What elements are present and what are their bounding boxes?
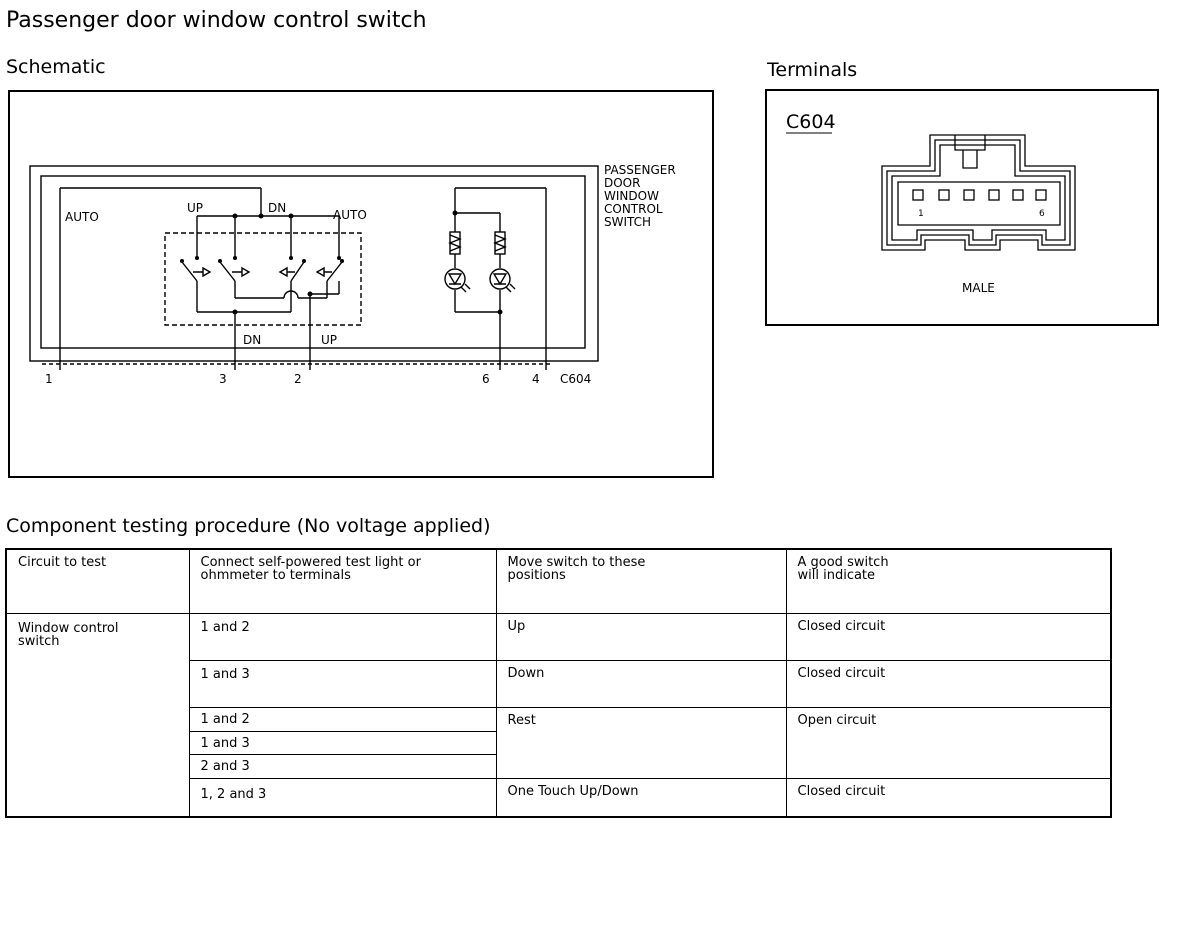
component-inner-box [40, 175, 586, 349]
pin-3-label: 3 [219, 372, 227, 386]
terminal-pin-1-label: 1 [918, 209, 924, 219]
switch-blade-4 [326, 261, 343, 282]
terminals-heading: Terminals [767, 59, 858, 81]
component-label-line-1: PASSENGER [604, 163, 676, 177]
terminals-cell: 1 and 3 [188, 659, 497, 708]
terminals-cell: 1 and 2 [188, 706, 497, 732]
up-bottom-label: UP [321, 333, 337, 347]
dn-top-label: DN [268, 201, 286, 215]
schematic-frame [8, 90, 714, 478]
dn-bottom-label: DN [243, 333, 261, 347]
result-cell: Closed circuit [785, 612, 1112, 661]
page-title: Passenger door window control switch [6, 8, 427, 33]
position-cell: Down [495, 659, 787, 708]
table-header-row: Circuit to test Connect self-powered tes… [5, 548, 1112, 614]
terminal-pin-6-label: 6 [1039, 209, 1045, 219]
terminals-cell: 1, 2 and 3 [188, 777, 497, 818]
led-left [444, 268, 466, 290]
component-label-line-5: SWITCH [604, 215, 651, 229]
terminals-frame [765, 89, 1159, 326]
switch-blade-2 [219, 261, 236, 282]
auto-right-label: AUTO [333, 208, 367, 222]
led-right [489, 268, 511, 290]
auto-left-label: AUTO [65, 210, 99, 224]
component-label-line-3: WINDOW [604, 189, 659, 203]
connector-face [881, 134, 1076, 251]
position-cell: Up [495, 612, 787, 661]
table-row: 1 and 3 [6, 730, 1111, 755]
terminals-cell: 1 and 2 [188, 612, 497, 661]
schematic-heading: Schematic [6, 56, 106, 78]
component-label-line-4: CONTROL [604, 202, 663, 216]
pin-1-label: 1 [45, 372, 53, 386]
switch-blade-3 [290, 261, 305, 282]
result-cell: Closed circuit [785, 777, 1112, 818]
result-cell: Closed circuit [785, 659, 1112, 708]
table-row: 1 and 2 Rest Open circuit [6, 706, 1112, 779]
terminals-cell: 1 and 3 [188, 730, 497, 755]
schematic-connector-label: C604 [560, 372, 591, 386]
header-circuit: Circuit to test [5, 548, 190, 614]
up-top-label: UP [187, 201, 203, 215]
result-cell: Open circuit [785, 706, 1112, 779]
component-label-line-2: DOOR [604, 176, 640, 190]
table-row: 2 and 3 [6, 753, 1111, 779]
pin-4-label: 4 [532, 372, 540, 386]
pin-6-label: 6 [482, 372, 490, 386]
switch-dashed-box [164, 232, 362, 326]
pin-2-label: 2 [294, 372, 302, 386]
terminals-cell: 2 and 3 [188, 753, 497, 779]
component-outer-box [29, 165, 599, 362]
position-cell: One Touch Up/Down [495, 777, 787, 818]
table-row: 1, 2 and 3 One Touch Up/Down Closed circ… [6, 777, 1112, 818]
procedure-table: Circuit to test Connect self-powered tes… [5, 548, 1112, 818]
position-cell: Rest [495, 706, 787, 779]
terminals-connector-label: C604 [786, 111, 836, 133]
procedure-heading: Component testing procedure (No voltage … [6, 515, 491, 537]
switch-blade-1 [181, 261, 198, 282]
terminal-gender-label: MALE [962, 281, 995, 295]
